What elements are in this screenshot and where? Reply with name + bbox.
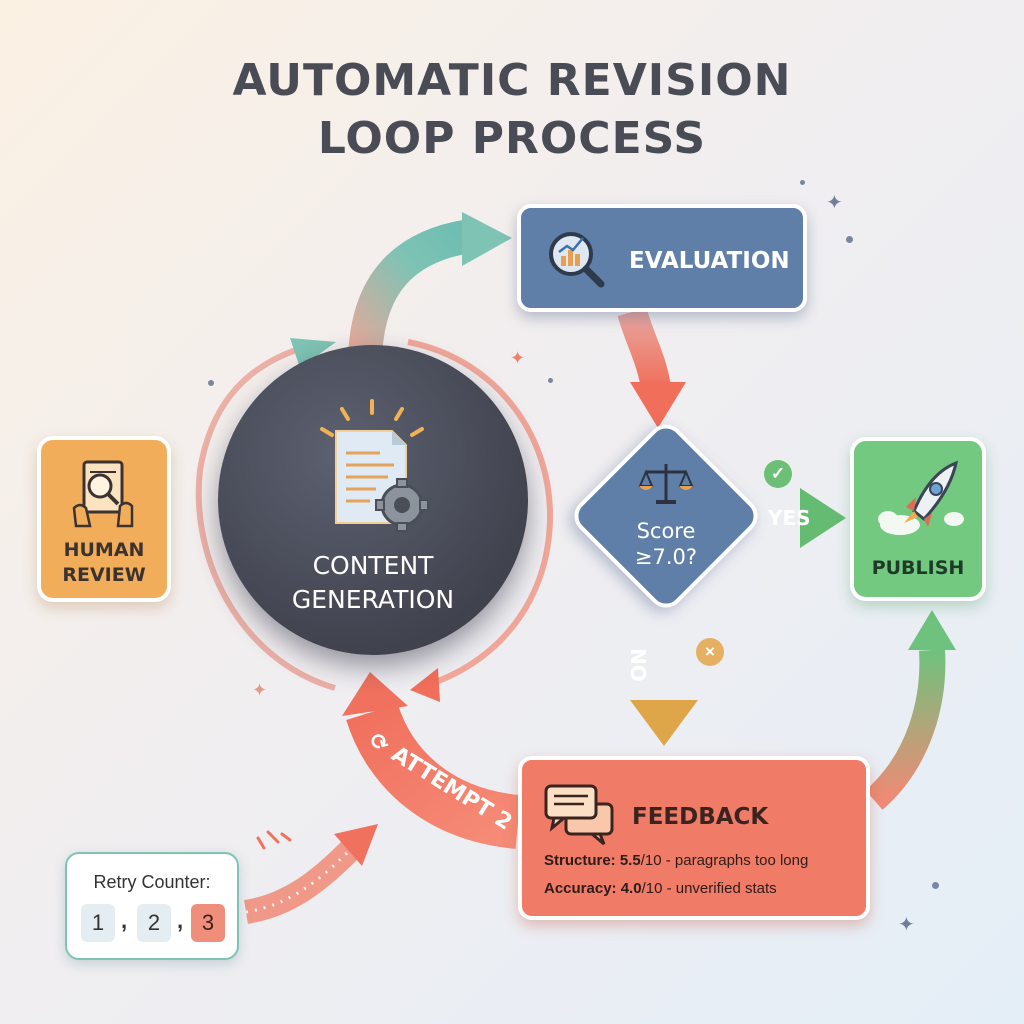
document-review-icon [72,460,134,528]
cycle-arc-left [195,347,336,691]
decor-dot [548,378,553,383]
human-review-label: HUMAN REVIEW [41,538,167,588]
sparkle-icon: ✦ [826,192,843,214]
feedback-item: Accuracy: 4.0/10 - unverified stats [544,880,777,897]
arrow-head-to-generation [342,672,408,716]
arrow-retry-to-attempt [243,841,359,924]
human-review-line-2: REVIEW [62,564,146,586]
rocket-icon [878,460,964,535]
content-generation-line-2: GENERATION [291,585,455,614]
feedback-node: FEEDBACK Structure: 5.5/10 - paragraphs … [518,756,870,920]
arrow-head-to-evaluation [462,212,512,266]
title-line-2: LOOP PROCESS [317,113,707,164]
decision-label-line-1: Score [636,519,696,543]
arrow-head-retry [334,824,378,866]
decor-dot [208,380,214,386]
evaluation-label: EVALUATION [629,248,790,274]
sparkle-icon: ✦ [252,680,268,700]
decor-dot [932,882,939,889]
feedback-detail: /10 - unverified stats [641,880,777,897]
decision-label: Score ≥7.0? [606,518,726,570]
content-generation-label: CONTENT GENERATION [218,549,528,617]
evaluation-node: EVALUATION [517,204,807,312]
arrow-head-to-decision [630,382,686,428]
retry-value: 2 [137,904,171,942]
arrow-head-to-feedback [630,700,698,746]
chart-magnifier-icon [549,232,605,288]
cross-icon: × [696,638,724,666]
feedback-metric: Accuracy: 4.0 [544,880,642,897]
diagram-title: AUTOMATIC REVISION LOOP PROCESS [0,52,1024,168]
balance-scale-icon [638,464,694,504]
arrow-generation-to-evaluation [348,219,473,366]
content-generation-node: CONTENT GENERATION [218,345,528,655]
document-gear-icon [320,399,429,532]
check-icon: ✓ [764,460,792,488]
decor-dot [846,236,853,243]
decision-label-line-2: ≥7.0? [634,545,698,569]
publish-node: PUBLISH [850,437,986,601]
sparkle-icon: ✦ [898,914,915,936]
feedback-metric: Structure: 5.5 [544,852,641,869]
arrow-head-to-publish [800,488,846,548]
retry-separator: , [121,908,128,933]
content-generation-line-1: CONTENT [312,551,434,580]
retry-value: 1 [81,904,115,942]
retry-counter: Retry Counter: 1 , 2 , 3 [65,852,239,960]
chat-bubbles-icon [544,784,614,846]
cycle-arc-right [407,339,554,687]
retry-value-current: 3 [191,904,225,942]
arrow-evaluation-to-decision [617,307,671,391]
yes-label: YES [768,506,811,530]
feedback-label: FEEDBACK [632,804,769,830]
human-review-node: HUMAN REVIEW [37,436,171,602]
sparkle-icon: ✦ [510,348,526,368]
feedback-item: Structure: 5.5/10 - paragraphs too long [544,852,808,869]
no-label: NO [626,648,650,682]
publish-label: PUBLISH [871,557,965,579]
retry-counter-title: Retry Counter: [93,872,211,892]
arrow-attempt-to-generation [346,703,522,849]
feedback-detail: /10 - paragraphs too long [640,852,809,869]
decor-dot [800,180,805,185]
human-review-line-1: HUMAN [63,539,145,561]
retry-separator: , [177,908,184,933]
arrow-feedback-to-publish [865,649,946,810]
arrow-head-feedback-publish [908,610,956,650]
title-line-1: AUTOMATIC REVISION [232,55,792,106]
